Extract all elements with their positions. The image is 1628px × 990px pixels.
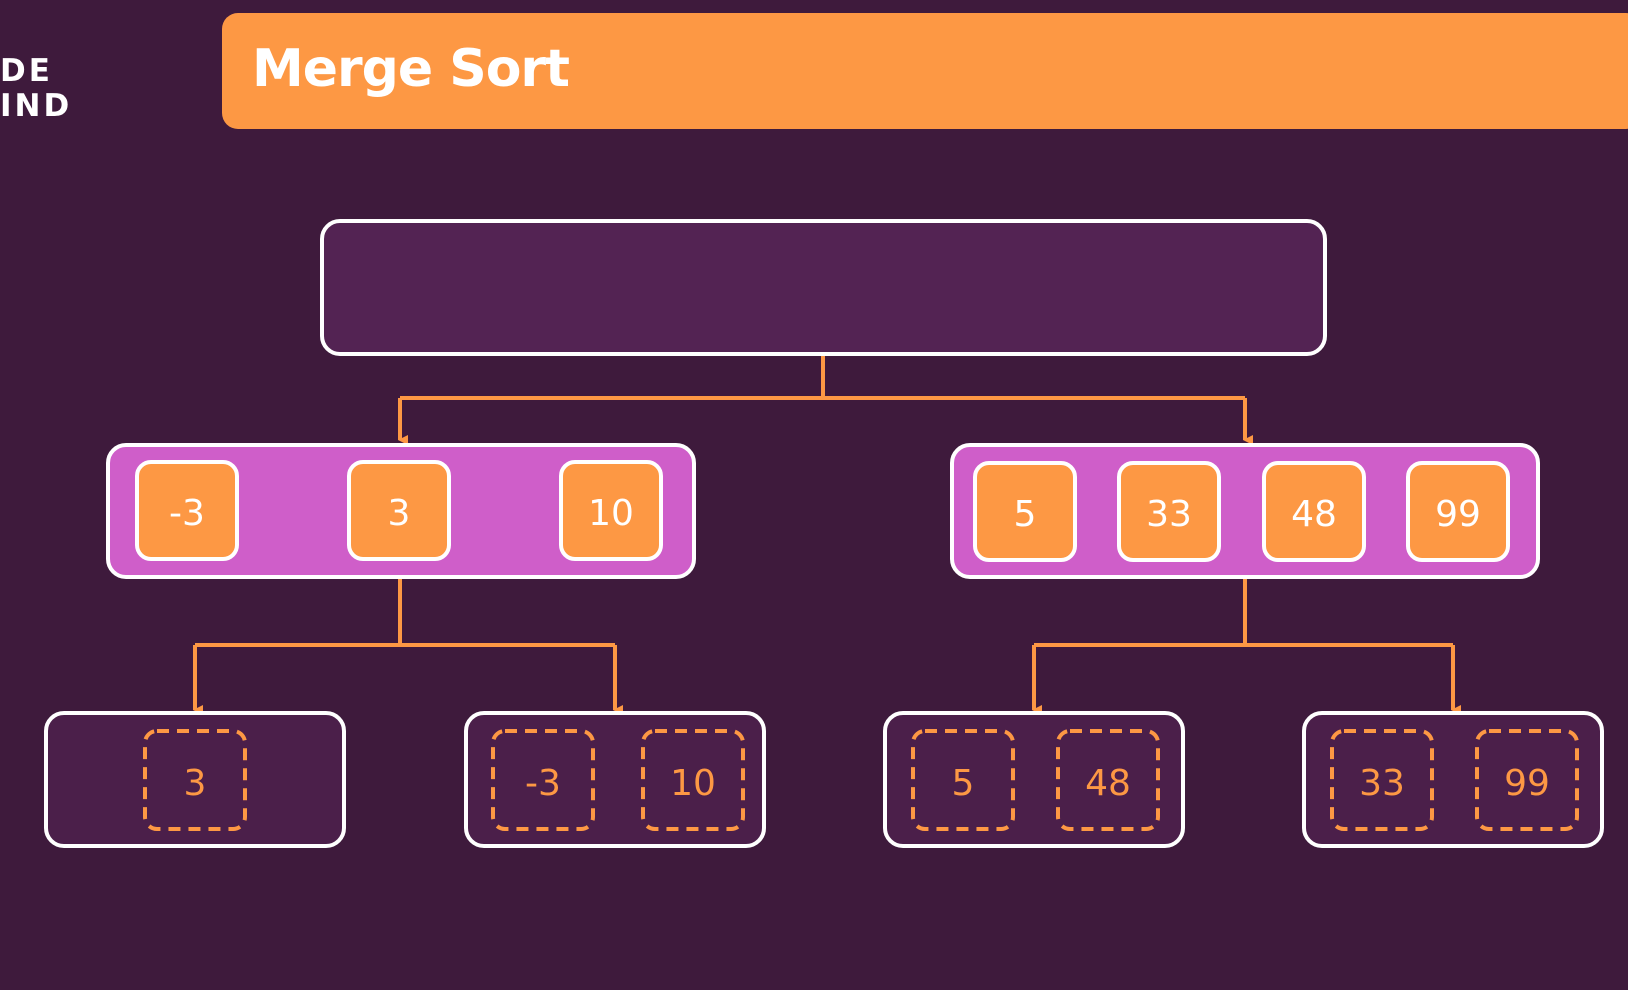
level1-right-array: 5 33 48 99 <box>950 443 1540 579</box>
element-value: -3 <box>169 493 205 534</box>
array-element: 99 <box>1475 729 1579 831</box>
level2-array-1: 3 <box>44 711 346 848</box>
brand-logo: DE IND <box>0 54 90 124</box>
element-value: 5 <box>952 763 975 804</box>
array-element: 48 <box>1262 461 1366 562</box>
array-element: 10 <box>641 729 745 831</box>
element-value: 5 <box>1014 494 1037 535</box>
element-value: 99 <box>1504 763 1550 804</box>
element-value: 3 <box>388 493 411 534</box>
array-element: 5 <box>911 729 1015 831</box>
level2-array-2: -3 10 <box>464 711 766 848</box>
element-value: 48 <box>1291 494 1337 535</box>
element-value: 33 <box>1146 494 1192 535</box>
element-value: 99 <box>1435 494 1481 535</box>
array-element: 48 <box>1056 729 1160 831</box>
array-element: -3 <box>135 460 239 561</box>
slide-title: Merge Sort <box>252 39 570 99</box>
array-element: 5 <box>973 461 1077 562</box>
title-banner: Merge Sort <box>222 13 1628 129</box>
level2-array-4: 33 99 <box>1302 711 1604 848</box>
array-element: 3 <box>143 729 247 831</box>
array-element: 3 <box>347 460 451 561</box>
element-value: 3 <box>184 763 207 804</box>
array-element: 33 <box>1330 729 1434 831</box>
logo-line-1: DE <box>0 53 53 89</box>
element-value: 10 <box>670 763 716 804</box>
level2-array-3: 5 48 <box>883 711 1185 848</box>
array-element: 99 <box>1406 461 1510 562</box>
connector-left-to-level2 <box>193 578 623 715</box>
connector-right-to-level2 <box>1032 578 1461 715</box>
logo-line-2: IND <box>0 88 73 124</box>
element-value: 10 <box>588 493 634 534</box>
level1-left-array: -3 3 10 <box>106 443 696 579</box>
element-value: 48 <box>1085 763 1131 804</box>
array-element: -3 <box>491 729 595 831</box>
element-value: 33 <box>1359 763 1405 804</box>
connector-root-to-level1 <box>398 356 1253 445</box>
root-array-box <box>320 219 1327 356</box>
array-element: 33 <box>1117 461 1221 562</box>
element-value: -3 <box>525 763 561 804</box>
array-element: 10 <box>559 460 663 561</box>
level1-right-box <box>950 443 1540 579</box>
